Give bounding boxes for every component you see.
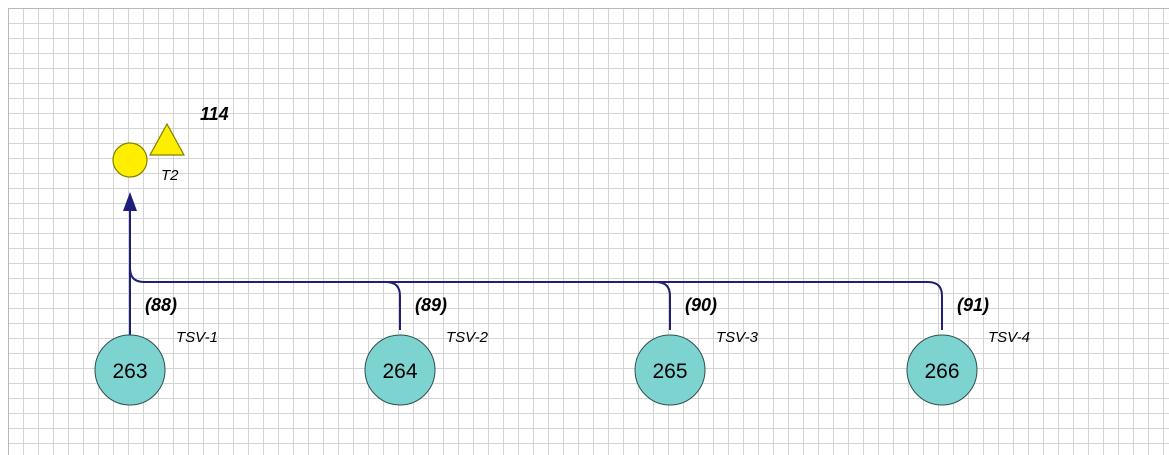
node-id: 266 [924, 360, 959, 383]
link-label: (90) [685, 295, 717, 315]
node-266[interactable]: 266 (91) TSV-4 [906, 295, 1030, 406]
node-id: 264 [382, 360, 417, 383]
node-name-label: TSV-1 [176, 329, 218, 346]
source-id-label: 114 [200, 104, 229, 124]
node-circle [364, 334, 436, 406]
source-triangle-icon [148, 122, 186, 156]
branch-line-264[interactable] [385, 281, 401, 330]
node-264[interactable]: 264 (89) TSV-2 [364, 295, 489, 406]
source-node[interactable]: 114 T2 [112, 104, 229, 184]
bus-line[interactable] [129, 267, 943, 330]
source-name-label: T2 [161, 167, 179, 184]
node-circle [94, 334, 166, 406]
node-id: 265 [652, 360, 687, 383]
link-label: (88) [145, 295, 177, 315]
connections [129, 207, 943, 346]
node-name-label: TSV-4 [988, 329, 1030, 346]
branch-line-265[interactable] [655, 281, 671, 330]
node-name-label: TSV-3 [716, 329, 759, 346]
node-circle [906, 334, 978, 406]
flow-arrow-icon [123, 192, 137, 211]
diagram-canvas[interactable] [8, 8, 1169, 455]
node-name-label: TSV-2 [446, 329, 489, 346]
link-label: (91) [957, 295, 989, 315]
node-265[interactable]: 265 (90) TSV-3 [634, 295, 759, 406]
node-id: 263 [112, 360, 147, 383]
source-circle-icon [112, 142, 148, 178]
link-label: (89) [415, 295, 447, 315]
node-263[interactable]: 263 (88) TSV-1 [94, 295, 218, 406]
node-circle [634, 334, 706, 406]
